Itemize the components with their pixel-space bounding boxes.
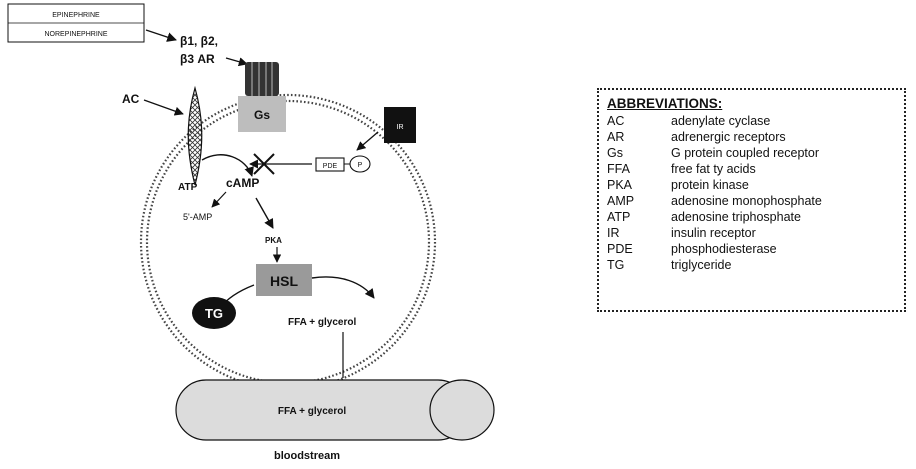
abbreviation-value: triglyceride [671, 258, 732, 272]
receptor-label-beta3-ar: β3 AR [180, 52, 215, 66]
hsl-enzyme: HSL [256, 264, 312, 296]
insulin-receptor: IR [384, 107, 416, 143]
pde-element: PDE P [315, 155, 371, 173]
abbreviation-row: TG triglyceride [607, 257, 896, 273]
abbreviation-row: AR adrenergic receptors [607, 129, 896, 145]
adrenergic-receptor [245, 62, 279, 96]
inhibition-cross [253, 153, 275, 175]
receptor-label-beta12: β1, β2, [180, 34, 218, 48]
abbreviation-value: adenosine triphosphate [671, 210, 801, 224]
hormone-norepinephrine: NOREPINEPHRINE [44, 31, 107, 38]
abbreviation-row: IR insulin receptor [607, 225, 896, 241]
amp5-label: 5'-AMP [183, 212, 212, 222]
ffa-glycerol-label: FFA + glycerol [288, 317, 356, 328]
abbreviation-row: AMP adenosine monophosphate [607, 193, 896, 209]
abbreviation-value: protein kinase [671, 178, 749, 192]
abbreviation-row: AC adenylate cyclase [607, 113, 896, 129]
abbreviation-key: PKA [607, 178, 633, 192]
abbreviation-key: AMP [607, 194, 635, 208]
hsl-to-ffa-arrow [311, 276, 375, 299]
abbreviation-key: AR [607, 130, 625, 144]
pka-label: PKA [265, 236, 282, 245]
tg-label: TG [205, 306, 223, 321]
blood-vessel: FFA + glycerol [175, 379, 495, 441]
hormone-epinephrine: EPINEPHRINE [52, 12, 100, 19]
abbreviation-row: ATP adenosine triphosphate [607, 209, 896, 225]
atp-label: ATP [178, 182, 198, 193]
vessel-content-label: FFA + glycerol [278, 406, 346, 417]
ir-label: IR [397, 124, 404, 131]
tg-droplet: TG [192, 297, 236, 329]
ac-arrow [143, 99, 184, 116]
abbreviation-key: AC [607, 114, 625, 128]
abbreviation-value: adenosine monophosphate [671, 194, 822, 208]
abbreviation-key: ATP [607, 210, 631, 224]
abbreviation-key: PDE [607, 242, 633, 256]
abbreviation-row: FFA free fat ty acids [607, 161, 896, 177]
abbreviation-key: TG [607, 258, 625, 272]
abbreviation-key: Gs [607, 146, 623, 160]
abbreviation-value: insulin receptor [671, 226, 756, 240]
abbreviation-key: FFA [607, 162, 630, 176]
abbreviation-value: G protein coupled receptor [671, 146, 820, 160]
gs-label: Gs [254, 108, 270, 122]
abbreviation-value: adrenergic receptors [671, 130, 786, 144]
adenylate-cyclase-shape [187, 85, 203, 186]
abbreviation-row: Gs G protein coupled receptor [607, 145, 896, 161]
abbreviation-key: IR [607, 226, 620, 240]
ir-arrow [356, 131, 379, 151]
abbreviation-value: free fat ty acids [671, 162, 756, 176]
hsl-label: HSL [270, 273, 298, 289]
gs-protein: Gs [238, 96, 286, 132]
pde-label: PDE [323, 163, 338, 170]
abbreviations-title: ABBREVIATIONS: [607, 96, 723, 111]
atp-to-camp-arrow [201, 154, 254, 177]
abbreviation-row: PDE phosphodiesterase [607, 241, 896, 257]
camp-to-5amp-arrow [211, 191, 227, 208]
abbreviation-row: PKA protein kinase [607, 177, 896, 193]
hormone-box: EPINEPHRINE NOREPINEPHRINE [7, 3, 145, 43]
camp-label: cAMP [226, 176, 259, 190]
abbreviation-value: adenylate cyclase [671, 114, 771, 128]
abbreviation-value: phosphodiesterase [671, 242, 777, 256]
ar-arrow [225, 57, 248, 67]
p-label: P [358, 162, 363, 169]
ac-label: AC [122, 92, 140, 106]
bloodstream-label: bloodstream [274, 450, 340, 462]
camp-to-pka-arrow [255, 197, 274, 229]
hormone-arrow [145, 29, 177, 42]
